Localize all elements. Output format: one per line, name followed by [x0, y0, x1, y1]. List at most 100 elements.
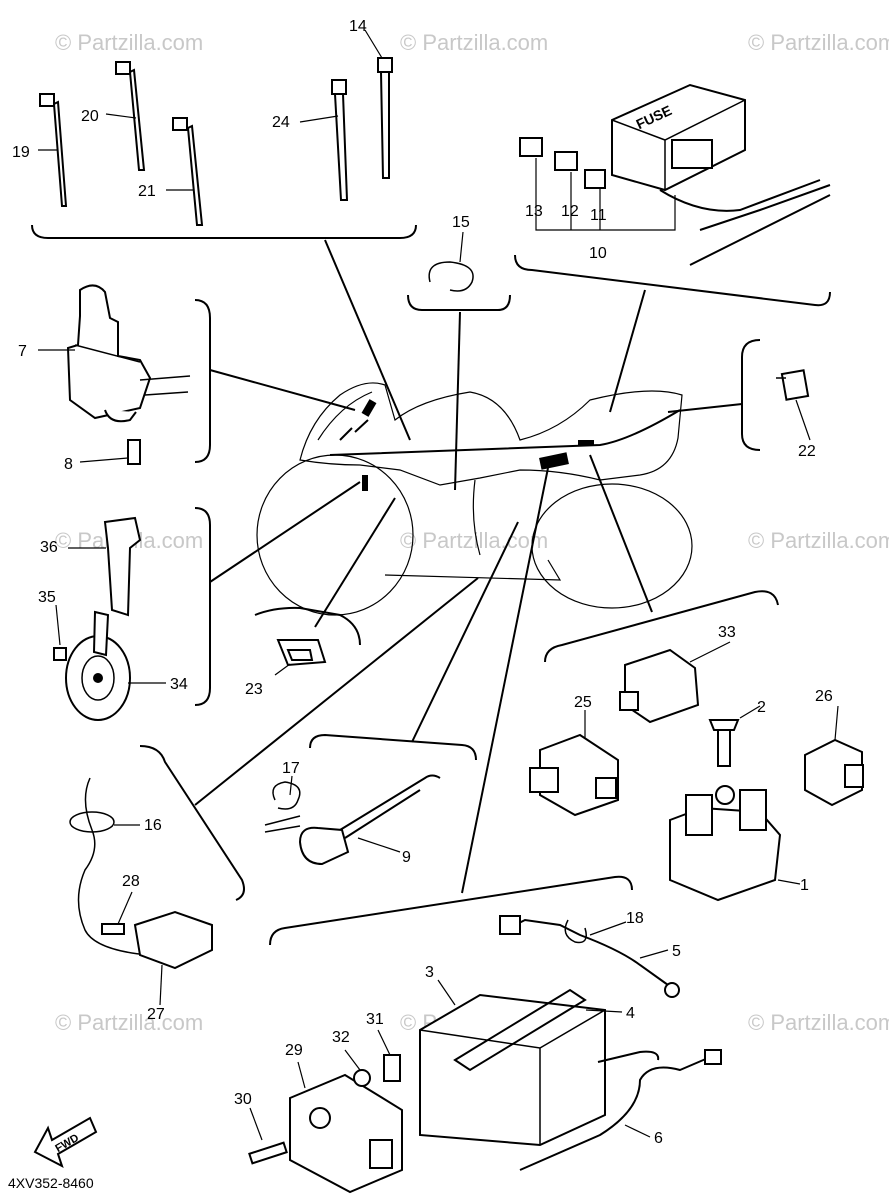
frame-lower: [384, 559, 562, 581]
bracket-36: [103, 516, 142, 617]
leader: [105, 113, 137, 119]
callout-14: 14: [349, 18, 367, 35]
cable-ties: [38, 29, 393, 226]
leader: [117, 891, 133, 925]
harness-connector: [578, 440, 594, 446]
callout-21: 21: [138, 183, 156, 200]
rear-wheel: [531, 483, 693, 609]
switch-27: [133, 910, 213, 970]
starter-relay: [669, 705, 801, 902]
cable-tie-24: [331, 79, 349, 201]
main-harness: [329, 409, 681, 456]
callout-30: 30: [234, 1091, 252, 1108]
leader: [585, 1009, 623, 1013]
callout-33: 33: [718, 624, 736, 641]
sensor-assembly: [264, 774, 441, 866]
bracket-relays: [544, 590, 779, 663]
sensor-9: [298, 826, 350, 866]
leader: [609, 289, 646, 413]
callout-17: 17: [282, 760, 300, 777]
callout-4: 4: [626, 1005, 635, 1022]
leader: [667, 403, 743, 413]
clip-31: [383, 1054, 401, 1082]
clamp-18: [564, 919, 587, 944]
callout-6: 6: [654, 1130, 663, 1147]
diagram-code: 4XV352-8460: [8, 1175, 94, 1191]
frame-fork: [472, 479, 481, 556]
fuse-wire: [659, 179, 821, 212]
relays: [529, 641, 864, 817]
bracket-clip-23: [254, 606, 361, 646]
callout-16: 16: [144, 817, 162, 834]
callout-20: 20: [81, 108, 99, 125]
bike-body: [299, 382, 683, 486]
relay-33-connector: [619, 691, 639, 711]
fuse-assembly: FUSE: [519, 83, 831, 266]
leader: [411, 521, 519, 743]
lead-6: [519, 1057, 709, 1171]
callout-29: 29: [285, 1042, 303, 1059]
fuse-wire: [699, 184, 831, 231]
leader: [194, 577, 479, 806]
relay-33: [624, 648, 700, 724]
leader: [364, 29, 383, 59]
leader: [344, 1049, 361, 1071]
fuse-wire: [689, 194, 831, 266]
callout-1: 1: [800, 877, 809, 894]
leader: [454, 311, 461, 491]
leader: [314, 497, 396, 628]
leader: [535, 158, 676, 231]
bracket-horn: [194, 507, 211, 706]
relay-22: [776, 369, 811, 441]
leader: [357, 837, 401, 853]
callout-13: 13: [525, 203, 543, 220]
clamp-16: [69, 811, 115, 833]
bracket-switch-27: [139, 745, 245, 901]
leader: [249, 1107, 263, 1141]
callout-32: 32: [332, 1029, 350, 1046]
callout-5: 5: [672, 943, 681, 960]
cable-5: [504, 918, 669, 986]
callout-24: 24: [272, 114, 290, 131]
leader: [324, 239, 411, 441]
bracket-cable-ties: [31, 224, 417, 239]
leader: [461, 467, 549, 894]
callout-31: 31: [366, 1011, 384, 1028]
leader: [570, 172, 601, 230]
bracket-clamp-15: [407, 294, 511, 311]
watermark: © Partzilla.com: [748, 528, 889, 553]
bracket-battery: [269, 875, 633, 946]
watermark: © Partzilla.com: [748, 1010, 889, 1035]
bolt-8: [127, 439, 141, 465]
switch-wire: [77, 777, 149, 956]
leader: [589, 454, 653, 613]
fuse-12: [554, 151, 578, 171]
battery-3: [419, 993, 606, 1147]
harness-connector: [362, 475, 368, 491]
fuse-box: [611, 83, 746, 192]
leader: [55, 604, 61, 646]
fuse-13: [519, 137, 543, 157]
fuse-box-connector: [671, 139, 713, 169]
callout-labels: 14 20 19 21 24 15 13 12 11 10 7 8 22 36 …: [12, 18, 833, 1147]
callout-7: 7: [18, 343, 27, 360]
cable-tie-20: [115, 61, 146, 171]
callout-27: 27: [147, 1006, 165, 1023]
callout-34: 34: [170, 676, 188, 693]
battery-assembly: [419, 915, 722, 1171]
horn-assembly: [53, 516, 166, 721]
callout-18: 18: [626, 910, 644, 927]
bracket-main-switch: [194, 299, 211, 463]
sensor-wire: [344, 789, 421, 839]
leader: [209, 369, 356, 411]
watermark: © Partzilla.com: [400, 528, 548, 553]
callout-15: 15: [452, 214, 470, 231]
cable-tie-19: [39, 93, 68, 207]
clip-23: [274, 639, 327, 676]
bolt-30: [248, 1141, 288, 1165]
callout-25: 25: [574, 694, 592, 711]
cable-tie-14: [377, 57, 393, 179]
harness-connector: [361, 399, 377, 417]
callout-10: 10: [589, 245, 607, 262]
